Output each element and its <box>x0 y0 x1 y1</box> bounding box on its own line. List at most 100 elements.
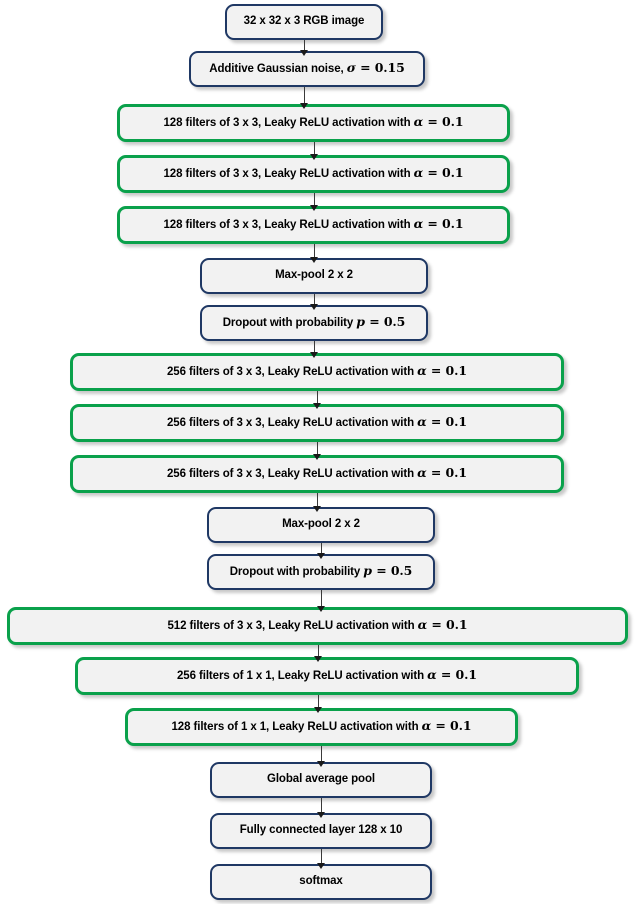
node-label: 512 filters of 3 x 3, Leaky ReLU activat… <box>168 619 468 633</box>
connector-arrowhead-icon <box>310 257 318 263</box>
math-variable: p <box>363 563 372 579</box>
node-label: 128 filters of 3 x 3, Leaky ReLU activat… <box>164 167 464 181</box>
math-variable: α <box>417 617 428 633</box>
node-conv9[interactable]: 128 filters of 1 x 1, Leaky ReLU activat… <box>125 708 518 746</box>
connector-line <box>314 193 315 206</box>
node-label: Dropout with probability p = 0.5 <box>223 316 406 330</box>
math-value: = 0.1 <box>426 363 467 379</box>
math-value: = 0.1 <box>427 617 468 633</box>
connector-line <box>321 746 322 762</box>
node-softmax[interactable]: softmax <box>210 864 432 900</box>
connector-line <box>318 695 319 708</box>
node-label-text: 128 filters of 1 x 1, Leaky ReLU activat… <box>171 721 422 734</box>
node-label-text: Additive Gaussian noise, <box>209 63 347 76</box>
connector-arrowhead-icon <box>313 403 321 409</box>
node-label: Additive Gaussian noise, σ = 0.15 <box>209 62 405 76</box>
node-maxpool2[interactable]: Max-pool 2 x 2 <box>207 507 435 543</box>
node-label: 256 filters of 3 x 3, Leaky ReLU activat… <box>167 467 467 481</box>
math-variable: α <box>413 216 424 232</box>
node-label-text: Dropout with probability <box>222 317 357 330</box>
connector-arrowhead-icon <box>310 154 318 160</box>
node-conv8[interactable]: 256 filters of 1 x 1, Leaky ReLU activat… <box>75 657 579 695</box>
node-label-text: 256 filters of 3 x 3, Leaky ReLU activat… <box>167 468 418 481</box>
connector-line <box>317 391 318 404</box>
connector-line <box>317 493 318 507</box>
math-value: = 0.15 <box>355 60 405 76</box>
connector-line <box>304 87 305 104</box>
node-gap[interactable]: Global average pool <box>210 762 432 798</box>
connector-line <box>321 590 322 607</box>
math-variable: α <box>421 718 432 734</box>
node-label: 128 filters of 3 x 3, Leaky ReLU activat… <box>164 116 464 130</box>
connector-arrowhead-icon <box>310 352 318 358</box>
node-conv6[interactable]: 256 filters of 3 x 3, Leaky ReLU activat… <box>70 455 564 493</box>
connector-line <box>321 798 322 813</box>
math-variable: α <box>417 414 427 430</box>
node-label: 32 x 32 x 3 RGB image <box>243 15 365 28</box>
connector-arrowhead-icon <box>300 50 308 56</box>
connector-line <box>304 40 305 51</box>
connector-line <box>317 442 318 455</box>
math-variable: σ <box>346 60 356 76</box>
node-label-text: Dropout with probability <box>229 566 364 579</box>
node-label-text: 128 filters of 3 x 3, Leaky ReLU activat… <box>163 117 414 130</box>
node-label: Fully connected layer 128 x 10 <box>239 824 403 837</box>
connector-line <box>314 341 315 353</box>
math-variable: α <box>417 465 427 481</box>
node-label: Dropout with probability p = 0.5 <box>230 565 413 579</box>
node-label: 128 filters of 1 x 1, Leaky ReLU activat… <box>172 720 472 734</box>
math-value: = 0.1 <box>423 165 464 181</box>
node-label-text: 128 filters of 3 x 3, Leaky ReLU activat… <box>163 168 414 181</box>
node-conv7[interactable]: 512 filters of 3 x 3, Leaky ReLU activat… <box>7 607 628 645</box>
connector-arrowhead-icon <box>317 761 325 767</box>
math-value: = 0.5 <box>371 563 413 579</box>
connector-line <box>321 849 322 864</box>
node-conv2[interactable]: 128 filters of 3 x 3, Leaky ReLU activat… <box>117 155 510 193</box>
connector-arrowhead-icon <box>310 205 318 211</box>
node-label-text: 256 filters of 1 x 1, Leaky ReLU activat… <box>177 670 428 683</box>
connector-arrowhead-icon <box>314 707 322 713</box>
node-label-text: 256 filters of 3 x 3, Leaky ReLU activat… <box>167 417 418 430</box>
node-conv4[interactable]: 256 filters of 3 x 3, Leaky ReLU activat… <box>70 353 564 391</box>
node-input[interactable]: 32 x 32 x 3 RGB image <box>225 4 383 40</box>
connector-line <box>314 294 315 305</box>
node-conv1[interactable]: 128 filters of 3 x 3, Leaky ReLU activat… <box>117 104 510 142</box>
node-label: 256 filters of 3 x 3, Leaky ReLU activat… <box>167 416 467 430</box>
node-label: Global average pool <box>266 773 376 786</box>
math-variable: α <box>413 165 424 181</box>
math-variable: α <box>413 114 424 130</box>
math-value: = 0.5 <box>364 314 406 330</box>
node-label-text: 512 filters of 3 x 3, Leaky ReLU activat… <box>167 620 418 633</box>
node-dropout1[interactable]: Dropout with probability p = 0.5 <box>200 305 428 341</box>
connector-arrowhead-icon <box>317 606 325 612</box>
node-label: Max-pool 2 x 2 <box>275 269 353 282</box>
node-label: 128 filters of 3 x 3, Leaky ReLU activat… <box>164 218 464 232</box>
node-label-text: 128 filters of 3 x 3, Leaky ReLU activat… <box>163 219 414 232</box>
connector-line <box>321 543 322 554</box>
node-maxpool1[interactable]: Max-pool 2 x 2 <box>200 258 428 294</box>
connector-arrowhead-icon <box>317 553 325 559</box>
connector-arrowhead-icon <box>313 454 321 460</box>
math-variable: p <box>356 314 365 330</box>
connector-arrowhead-icon <box>313 506 321 512</box>
connector-arrowhead-icon <box>310 304 318 310</box>
connector-arrowhead-icon <box>317 863 325 869</box>
math-value: = 0.1 <box>423 114 464 130</box>
node-conv5[interactable]: 256 filters of 3 x 3, Leaky ReLU activat… <box>70 404 564 442</box>
math-value: = 0.1 <box>423 216 464 232</box>
connector-arrowhead-icon <box>300 103 308 109</box>
math-value: = 0.1 <box>431 718 472 734</box>
math-value: = 0.1 <box>426 414 467 430</box>
node-noise[interactable]: Additive Gaussian noise, σ = 0.15 <box>189 51 425 87</box>
node-label: 256 filters of 3 x 3, Leaky ReLU activat… <box>167 365 467 379</box>
node-label: 256 filters of 1 x 1, Leaky ReLU activat… <box>177 669 477 683</box>
node-label-text: 256 filters of 3 x 3, Leaky ReLU activat… <box>167 366 418 379</box>
connector-arrowhead-icon <box>314 656 322 662</box>
connector-line <box>314 244 315 258</box>
math-variable: α <box>427 667 437 683</box>
node-conv3[interactable]: 128 filters of 3 x 3, Leaky ReLU activat… <box>117 206 510 244</box>
node-dropout2[interactable]: Dropout with probability p = 0.5 <box>207 554 435 590</box>
node-fc[interactable]: Fully connected layer 128 x 10 <box>210 813 432 849</box>
node-label: softmax <box>299 875 343 888</box>
